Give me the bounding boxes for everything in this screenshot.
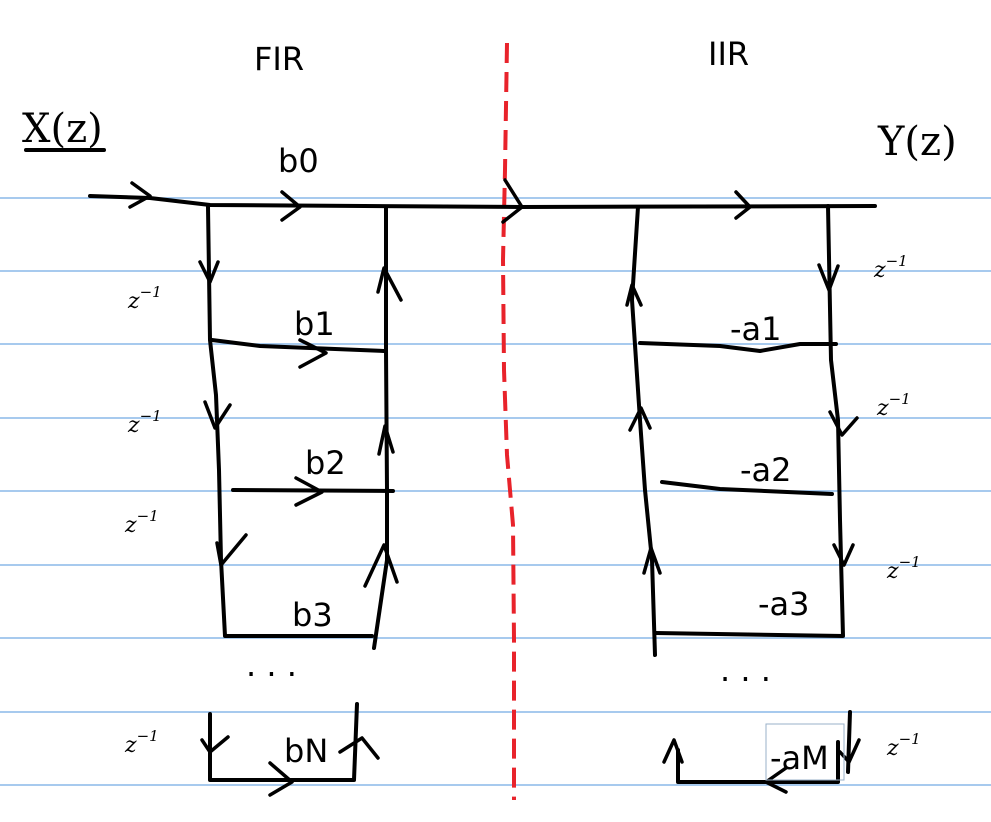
iir-ellipsis: · · ·: [720, 660, 771, 698]
fir-delay-2: z−1: [127, 407, 162, 438]
aM-selection-box: [765, 723, 845, 781]
fir-coef-b3: b3: [292, 596, 333, 634]
input-signal-label: X(z): [22, 106, 103, 152]
fir-coef-b1: b1: [294, 305, 335, 343]
iir-delay-3: z−1: [886, 553, 921, 584]
iir-title: IIR: [708, 35, 749, 73]
fir-title: FIR: [254, 40, 304, 78]
iir-coef-a2: -a2: [740, 451, 792, 489]
iir-delay-2: z−1: [876, 390, 911, 421]
iir-structure: [501, 178, 877, 794]
iir-coef-aM: -aM: [770, 739, 829, 777]
fir-delay-3: z−1: [124, 507, 159, 538]
notebook-rule-lines: [0, 197, 991, 786]
iir-delay-m: z−1: [886, 730, 921, 761]
fir-coef-bN: bN: [284, 732, 328, 770]
fir-coef-b0: b0: [278, 142, 319, 180]
fir-delay-1: z−1: [127, 283, 162, 314]
output-signal-label: Y(z): [877, 119, 957, 165]
fir-coef-b2: b2: [305, 444, 346, 482]
iir-delay-1: z−1: [873, 252, 908, 283]
iir-coef-a1: -a1: [730, 310, 782, 348]
iir-coef-a3: -a3: [758, 585, 810, 623]
fir-structure: [88, 181, 522, 797]
fir-iir-divider: [500, 42, 516, 800]
fir-ellipsis: · · ·: [246, 655, 297, 693]
fir-delay-n: z−1: [124, 727, 159, 758]
